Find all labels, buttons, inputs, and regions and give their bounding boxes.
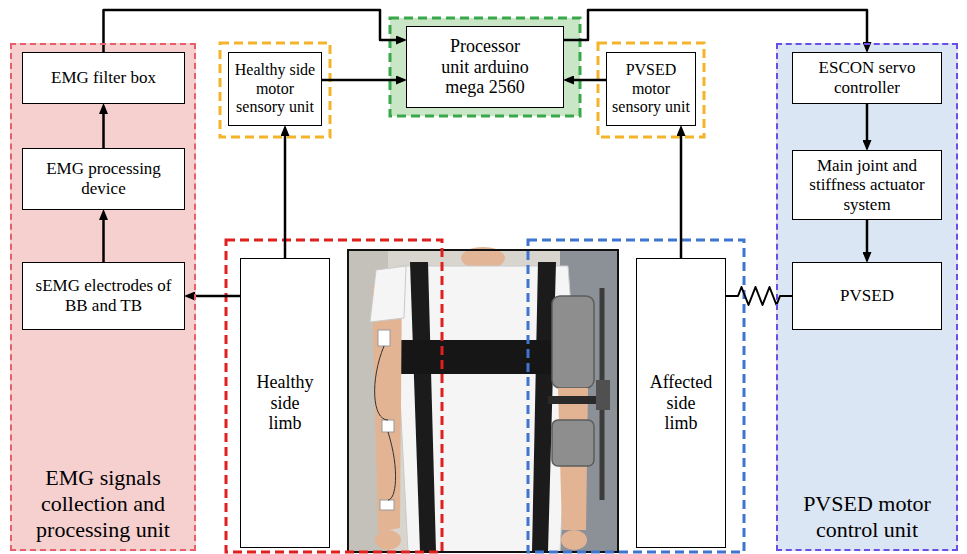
box-label: sEMG electrodes of BB and TB — [26, 276, 181, 315]
box-label: Main joint and stiffness actuator system — [796, 156, 938, 215]
signal-arrow — [190, 295, 240, 298]
sensory-group — [220, 43, 330, 137]
process-box: PVSED motor sensory unit — [606, 52, 696, 126]
box-label: ESCON servo controller — [796, 58, 938, 97]
limb-group — [528, 240, 744, 552]
process-box: sEMG electrodes of BB and TB — [22, 262, 185, 330]
signal-arrow — [102, 109, 105, 148]
signal-arrow — [866, 104, 869, 145]
process-box: Main joint and stiffness actuator system — [792, 150, 942, 220]
process-box: Healthy side motor sensory unit — [228, 52, 322, 126]
box-label: Processor unit arduino mega 2560 — [439, 36, 531, 98]
limb-box: Healthy side limb — [240, 258, 330, 548]
process-box: EMG processing device — [22, 148, 185, 210]
processor-group — [390, 18, 580, 116]
box-label: Affected side limb — [649, 372, 713, 434]
limb-box: Affected side limb — [636, 258, 726, 548]
signal-arrow — [104, 10, 402, 52]
signal-arrow — [102, 215, 105, 262]
box-label: Healthy side limb — [253, 372, 317, 434]
limb-group — [226, 240, 442, 552]
region-title: EMG signals collection and processing un… — [12, 465, 194, 543]
signal-arrow — [569, 79, 606, 82]
box-label: EMG processing device — [26, 159, 181, 198]
subject-photo — [348, 247, 618, 552]
spring-link — [726, 287, 792, 305]
region-fill — [776, 43, 958, 551]
signal-arrow — [866, 220, 869, 257]
box-label: PVSED — [796, 286, 938, 306]
sensory-group — [598, 43, 704, 137]
signal-arrow — [284, 131, 287, 258]
box-label: Healthy side motor sensory unit — [232, 61, 318, 116]
process-box: EMG filter box — [22, 52, 185, 104]
process-box: ESCON servo controller — [792, 52, 942, 104]
signal-arrow — [564, 10, 867, 47]
process-box: Processor unit arduino mega 2560 — [406, 26, 564, 108]
region-title: PVSED motor control unit — [778, 491, 956, 543]
signal-arrow — [322, 79, 401, 82]
region-fill — [10, 43, 196, 551]
process-box: PVSED — [792, 262, 942, 330]
unit-region: PVSED motor control unit ESCON servo cont… — [776, 43, 958, 551]
unit-region: EMG signals collection and processing un… — [10, 43, 196, 551]
box-label: EMG filter box — [26, 68, 181, 88]
signal-arrow — [680, 131, 683, 258]
box-label: PVSED motor sensory unit — [610, 61, 692, 116]
